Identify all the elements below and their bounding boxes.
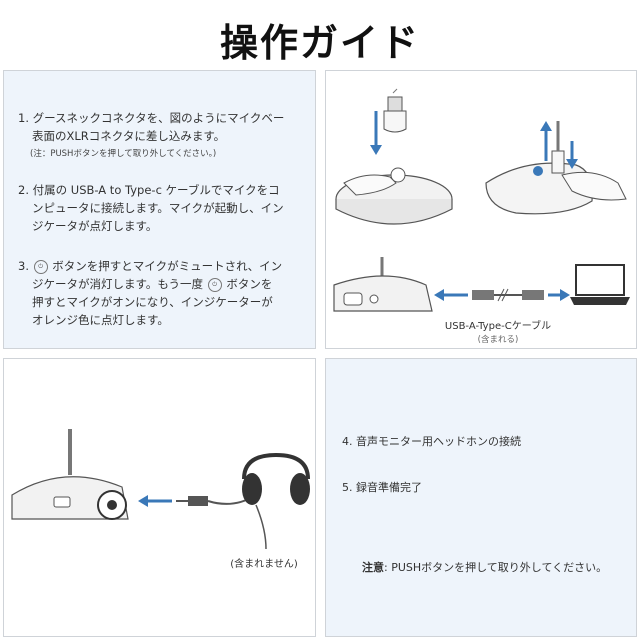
step-5: 5. 録音準備完了 xyxy=(342,481,422,494)
laptop-icon xyxy=(570,264,630,305)
mic-assembly-illustration xyxy=(333,88,630,312)
page-title: 操作ガイド xyxy=(219,21,420,65)
headphone-illustration-panel: (含まれません) xyxy=(3,358,316,637)
step-1-note: (注：PUSHボタンを押して取り外してください。) xyxy=(30,149,217,159)
step-4: 4. 音声モニター用ヘッドホンの接続 xyxy=(342,435,521,448)
instructions-panel: 1. グースネックコネクタを、図のようにマイクベー 表面のXLRコネクタに差し込… xyxy=(3,70,316,349)
cable-label: USB-A-Type-Cケーブル xyxy=(444,321,552,332)
mute-button-icon: ⏻ xyxy=(207,277,222,292)
headphone-label: (含まれません) xyxy=(230,559,298,570)
headphone-connection-illustration xyxy=(11,429,310,550)
caution-note: 注意: PUSHボタンを押して取り外してください。 xyxy=(362,561,608,574)
connection-illustration-panel: USB-A-Type-Cケーブル (含まれる) xyxy=(325,70,637,349)
headphones-icon xyxy=(242,452,310,505)
final-steps-panel: 4. 音声モニター用ヘッドホンの接続 5. 録音準備完了 注意: PUSHボタン… xyxy=(325,358,637,637)
step-3: 3. ⏻ ボタンを押すとマイクがミュートされ、イン ジケータが消灯します。もう一… xyxy=(18,259,283,327)
mute-button-icon: ⏻ xyxy=(33,259,48,274)
step-1: 1. グースネックコネクタを、図のようにマイクベー 表面のXLRコネクタに差し込… xyxy=(18,111,285,143)
cable-sub-label: (含まれる) xyxy=(477,335,519,345)
step-2: 2. 付属の USB-A to Type-c ケーブルでマイクをコ ンピュータに… xyxy=(18,183,284,233)
headphone-port-icon xyxy=(97,490,127,520)
